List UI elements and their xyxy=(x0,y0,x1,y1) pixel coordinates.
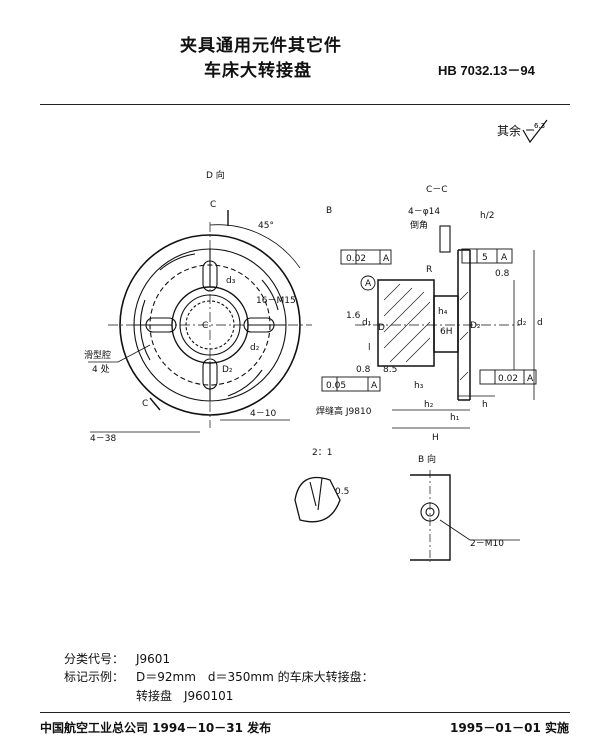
classification-key: 分类代号： xyxy=(64,652,125,666)
scale-label: 2：1 xyxy=(312,448,332,458)
marking-example: D＝92mm d＝350mm 的车床大转接盘： xyxy=(136,670,374,684)
dim-d3: d₃ xyxy=(226,276,236,286)
rim-arc-4 xyxy=(139,299,151,361)
dim-h1: h₁ xyxy=(450,413,460,423)
classification-line: 分类代号： J9601 xyxy=(64,650,170,667)
header-rule xyxy=(40,104,570,105)
dim-D2-front: D₂ xyxy=(222,365,233,375)
dim-D: D xyxy=(378,323,385,333)
view-d-label: D 向 xyxy=(206,169,225,181)
rim-arc-2 xyxy=(261,279,279,311)
marking-example-line: 标记示例： D＝92mm d＝350mm 的车床大转接盘： xyxy=(64,668,374,685)
ratio-h2: h/2 xyxy=(480,211,494,221)
dim-R: R xyxy=(426,265,432,275)
dim-h4: h₄ xyxy=(438,307,448,317)
thread-16-m15: 16－M15 xyxy=(256,296,296,306)
fcf-flatness-ref: A xyxy=(383,254,390,264)
dim-4-38: 4－38 xyxy=(90,434,116,444)
thread-2-m10: 2－M10 xyxy=(470,539,504,549)
roughness-symbol-icon: 6.3 xyxy=(522,119,548,144)
roughness-08-left: 0.8 xyxy=(356,365,371,375)
weld-note: 焊缝高 J9810 xyxy=(316,405,372,417)
roughness-16: 1.6 xyxy=(346,311,361,321)
dim-l: l xyxy=(368,343,371,353)
issue-info: 中国航空工业总公司 1994－10－31 发布 xyxy=(40,721,272,735)
dim-h: h xyxy=(482,400,488,410)
rim-arc-3 xyxy=(227,369,263,397)
fcf-runout-right-value: 0.02 xyxy=(498,374,518,384)
implementation-date: 1995－01－01 实施 xyxy=(450,721,569,735)
rim-arc-1 xyxy=(159,253,196,271)
cut-label-c-bottom: C xyxy=(142,399,148,409)
dim-D2: D₂ xyxy=(470,321,481,331)
leader-2m10 xyxy=(439,519,471,541)
rest-roughness-label: 其余 xyxy=(497,124,522,138)
fcf-parallel-value: 5 xyxy=(482,253,488,263)
slot-count: 4 处 xyxy=(92,363,110,375)
dim-0-5: 0.5 xyxy=(335,487,349,497)
fcf-flatness xyxy=(340,249,392,265)
fcf-runout-right xyxy=(479,369,537,385)
hub-center-label-c: C xyxy=(202,321,208,331)
section-body xyxy=(377,279,435,367)
leader-slot xyxy=(117,344,151,363)
slot-label: 滑型腔 xyxy=(84,349,111,361)
fcf-runout-right-ref: A xyxy=(527,374,534,384)
dim-H: H xyxy=(432,433,439,443)
section-cc-label: C－C xyxy=(426,185,448,195)
document-title: 夹具通用元件其它件 xyxy=(180,36,342,56)
datum-a-circle xyxy=(360,275,376,291)
dim-d: d xyxy=(537,318,543,328)
marking-key: 标记示例： xyxy=(64,670,125,684)
marking-example-line2: 转接盘 J960101 xyxy=(136,689,234,703)
dim-4-10: 4－10 xyxy=(250,409,276,419)
dim-8-5: 8.5 xyxy=(383,365,397,375)
holes-4-phi14: 4－φ14 xyxy=(408,207,440,217)
angle-arc xyxy=(209,224,301,269)
chamfer-label: 倒角 xyxy=(410,219,428,231)
tol-6h: 6H xyxy=(440,327,453,337)
label-b: B xyxy=(326,206,332,216)
section-boss xyxy=(439,225,451,253)
cut-label-c-top: C xyxy=(210,200,216,210)
rest-roughness-value: 6.3 xyxy=(534,122,545,130)
fcf-runout-left-value: 0.05 xyxy=(326,381,346,391)
dim-d2-front: d₂ xyxy=(250,343,260,353)
fcf-runout-left xyxy=(321,376,381,392)
dim-d2: d₂ xyxy=(517,318,527,328)
view-b-label: B 向 xyxy=(418,453,436,465)
classification-code: J9601 xyxy=(136,652,171,666)
section-hub xyxy=(433,295,459,353)
footer-rule xyxy=(40,712,570,713)
datum-a-label: A xyxy=(365,279,372,289)
dim-d1: d₁ xyxy=(362,318,372,328)
angle-45-label: 45° xyxy=(258,221,274,231)
fcf-runout-left-ref: A xyxy=(371,381,378,391)
fcf-parallel-ref: A xyxy=(501,253,508,263)
roughness-08-right: 0.8 xyxy=(495,269,510,279)
fcf-parallel xyxy=(461,248,513,264)
dim-h2: h₂ xyxy=(424,400,434,410)
document-subtitle: 车床大转接盘 xyxy=(204,61,312,81)
detail-view-shape xyxy=(294,476,341,523)
fcf-flatness-value: 0.02 xyxy=(346,254,366,264)
cut-mark-bottom xyxy=(149,397,161,411)
dim-h3: h₃ xyxy=(414,381,424,391)
standard-number: HB 7032.13－94 xyxy=(438,63,535,78)
